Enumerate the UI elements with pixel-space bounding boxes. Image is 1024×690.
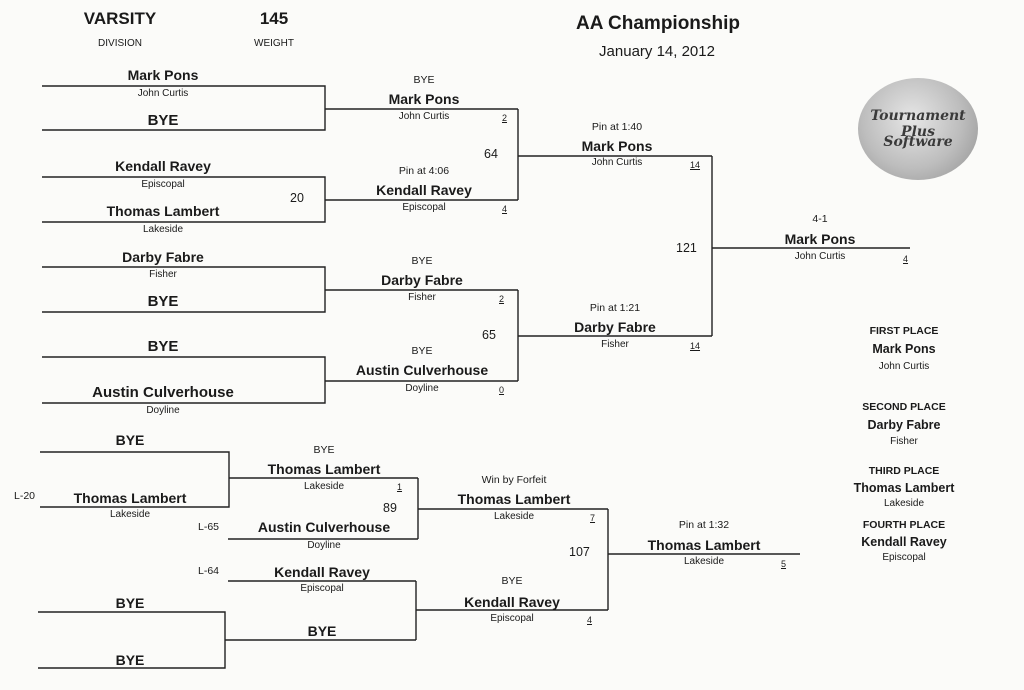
cons-sf-team: Lakeside [493,511,535,522]
bout-result: 4-1 [812,213,828,225]
bout-result: Pin at 4:06 [398,165,450,177]
bout-score: 4 [587,615,593,625]
place-team: Fisher [890,436,918,447]
bout-number: 107 [569,545,590,559]
champ-r1-team: John Curtis [137,88,189,99]
champ-qf-team: Fisher [408,292,436,303]
bout-number: 121 [676,241,697,255]
place-name: Kendall Ravey [861,535,947,549]
champ-sf-name: Darby Fabre [574,319,656,335]
bout-number: 64 [484,147,498,161]
champ-r1-name: BYE [147,338,179,355]
champ-r1-team: Fisher [149,269,177,280]
champ-qf-team: John Curtis [398,111,450,122]
bout-score: 0 [499,385,505,395]
cons-final-team: Lakeside [683,556,725,567]
cons-r2-name: Kendall Ravey [274,564,370,580]
champ-r1-name: Darby Fabre [122,249,204,265]
place-label: SECOND PLACE [862,401,946,413]
tournament-date: January 14, 2012 [599,43,715,60]
place-name: Darby Fabre [867,418,941,432]
cons-r1-name: BYE [115,432,145,448]
place-team: John Curtis [878,361,930,372]
champ-sf-name: Mark Pons [581,138,653,154]
cons-r1-name: Thomas Lambert [73,490,187,506]
bout-score: 2 [502,113,508,123]
cons-r2-team: Lakeside [303,481,345,492]
champ-qf-team: Episcopal [402,202,446,213]
bout-result: BYE [501,575,523,587]
tournament-plus-logo: Tournament Plus Software [858,78,978,180]
place-label: FOURTH PLACE [862,519,946,531]
logo-line-2: Software [883,134,953,150]
bout-result: Pin at 1:32 [678,519,730,531]
champ-qf-name: Darby Fabre [381,272,463,288]
bout-score: 1 [397,482,403,492]
champ-final-name: Mark Pons [784,231,856,247]
champ-qf-name: Kendall Ravey [376,182,472,198]
weight-value: 145 [259,9,289,28]
tournament-title: AA Championship [576,13,740,34]
champ-r1-name: BYE [147,112,179,129]
logo-line-1: Tournament Plus [870,108,966,140]
place-label: FIRST PLACE [869,325,939,337]
cons-final-name: Thomas Lambert [647,537,761,553]
bout-score: 2 [499,294,505,304]
place-label: THIRD PLACE [868,465,940,477]
bout-score: 14 [690,160,701,170]
cons-sf-name: Thomas Lambert [457,491,571,507]
loser-from: L-65 [198,521,220,533]
weight-label: WEIGHT [254,38,294,49]
cons-r1-team: Lakeside [109,509,151,520]
champ-qf-name: Mark Pons [388,91,460,107]
bout-score: 5 [781,559,787,569]
cons-r1-name: BYE [115,652,145,668]
place-team: Episcopal [882,552,926,563]
division-label: DIVISION [98,38,142,49]
place-name: Thomas Lambert [853,481,955,495]
champ-r1-team: Lakeside [142,224,184,235]
cons-r1-name: BYE [115,595,145,611]
bout-score: 4 [903,254,909,264]
division-value: VARSITY [83,9,157,28]
cons-sf-team: Episcopal [490,613,534,624]
bout-result: BYE [413,74,435,86]
bout-number: 65 [482,328,496,342]
place-team: Lakeside [883,498,925,509]
cons-r2-team: Episcopal [300,583,344,594]
bout-number: 20 [290,191,304,205]
loser-from: L-64 [198,565,220,577]
cons-r2-name: Austin Culverhouse [257,519,391,535]
champ-r1-team: Episcopal [141,179,185,190]
cons-r2-name: BYE [307,623,337,639]
bout-score: 14 [690,341,701,351]
champ-final-team: John Curtis [794,251,846,262]
champ-qf-team: Doyline [405,383,439,394]
place-name: Mark Pons [872,342,936,356]
cons-sf-name: Kendall Ravey [464,594,560,610]
champ-r1-name: BYE [147,293,179,310]
cons-r2-name: Thomas Lambert [267,461,381,477]
bout-result: Pin at 1:40 [591,121,643,133]
champ-r1-name: Austin Culverhouse [92,384,234,401]
champ-r1-name: Thomas Lambert [106,203,220,219]
champ-r1-name: Mark Pons [127,67,199,83]
champ-sf-team: John Curtis [591,157,643,168]
champ-sf-team: Fisher [601,339,629,350]
bout-result: BYE [411,255,433,267]
bout-result: Win by Forfeit [481,474,547,486]
bout-result: BYE [411,345,433,357]
bout-score: 4 [502,204,508,214]
loser-from: L-20 [14,490,36,502]
bout-result: BYE [313,444,335,456]
bout-score: 7 [590,513,596,523]
bout-result: Pin at 1:21 [589,302,641,314]
champ-qf-name: Austin Culverhouse [355,362,489,378]
champ-r1-team: Doyline [146,405,180,416]
bout-number: 89 [383,501,397,515]
cons-r2-team: Doyline [307,540,341,551]
champ-r1-name: Kendall Ravey [115,158,211,174]
